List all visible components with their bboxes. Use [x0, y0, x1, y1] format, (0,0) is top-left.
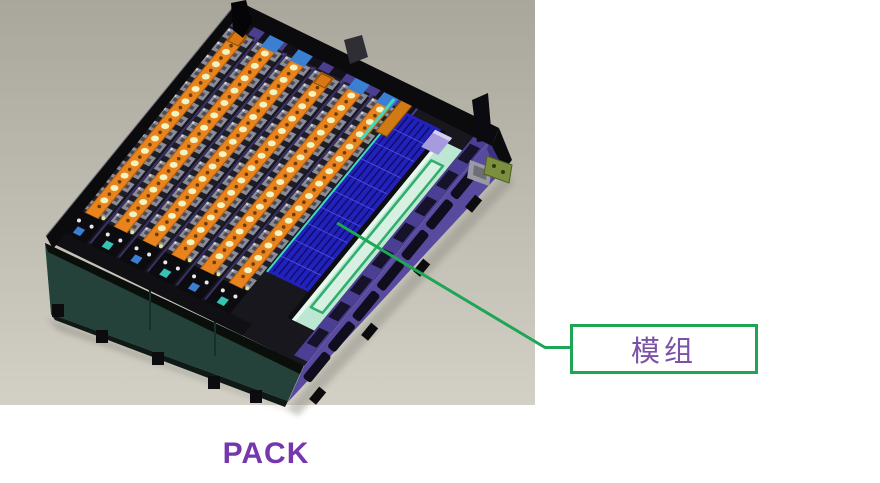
cell-row: [204, 89, 401, 314]
tray-front-wall: [45, 243, 304, 407]
module-callout-box: 模组: [570, 324, 758, 374]
pack-caption: PACK: [222, 437, 310, 470]
pack-3d-model: [0, 0, 535, 416]
cell-row: [89, 33, 286, 258]
cell-row: [175, 75, 372, 300]
pack-shadow: [46, 172, 514, 416]
cell-row: [147, 66, 342, 286]
module-blue-stack: [266, 108, 446, 320]
lid-rim: [45, 0, 512, 249]
cell-rows: [60, 24, 401, 314]
cell-row: [118, 47, 315, 272]
external-connector: [467, 155, 513, 186]
mint-cooling-rail: [291, 139, 463, 331]
module-leader-line: [336, 221, 570, 349]
module-callout-label: 模组: [630, 336, 697, 368]
